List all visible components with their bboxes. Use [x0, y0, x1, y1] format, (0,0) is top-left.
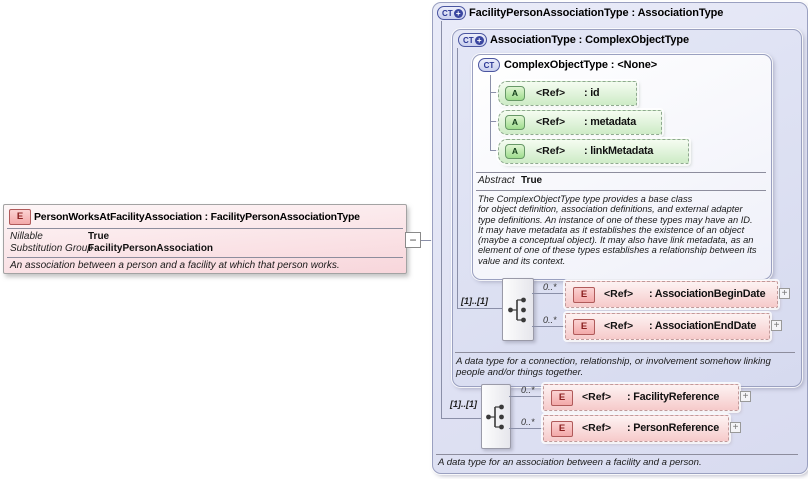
element-description: An association between a person and a fa…: [10, 260, 340, 271]
attribute-name: : linkMetadata: [584, 145, 654, 157]
element-icon: E: [9, 209, 31, 225]
tree-line: [490, 75, 491, 151]
derived-plus-badge: +: [453, 8, 463, 18]
abstract-value: True: [521, 175, 543, 186]
description-line: element of one of these types establishe…: [478, 245, 757, 256]
description-line: type definitions. An instance of one of …: [478, 214, 753, 225]
tree-line: [441, 21, 442, 418]
tree-line: [490, 92, 498, 93]
element-declaration-box[interactable]: E PersonWorksAtFacilityAssociation : Fac…: [3, 204, 407, 274]
occurrence-label: [1]..[1]: [461, 296, 488, 306]
element-name: : FacilityReference: [627, 391, 720, 403]
expand-toggle[interactable]: +: [771, 320, 782, 331]
complex-type-plus-icon: CT+: [437, 6, 466, 20]
element-association-end-date[interactable]: E <Ref> : AssociationEndDate: [565, 313, 770, 340]
cardinality-label: 0..*: [543, 282, 557, 292]
description-line: for object definition, association defin…: [478, 204, 743, 215]
cardinality-label: 0..*: [521, 385, 535, 395]
assoc-type-description: A data type for a connection, relationsh…: [456, 356, 771, 378]
description-line: The ComplexObjectType type provides a ba…: [478, 194, 693, 204]
tree-line: [532, 293, 565, 294]
fpa-type-title: FacilityPersonAssociationType : Associat…: [469, 7, 724, 19]
description-line: A data type for a connection, relationsh…: [456, 356, 771, 367]
description-line: (maybe a conceptual object). It may also…: [478, 235, 754, 246]
divider: [455, 352, 795, 353]
description-line: people and/or things together.: [456, 367, 584, 378]
cot-type-title: ComplexObjectType : <None>: [504, 59, 658, 71]
element-icon: E: [551, 421, 573, 437]
derived-plus-badge: +: [474, 35, 484, 45]
expand-toggle[interactable]: +: [730, 422, 741, 433]
attribute-icon: A: [505, 144, 525, 159]
element-name: : AssociationEndDate: [649, 320, 757, 332]
cardinality-label: 0..*: [521, 417, 535, 427]
tree-line: [441, 418, 481, 419]
tree-line: [490, 150, 498, 151]
prop-label-substitution-group: Substitution Group: [10, 243, 93, 254]
element-title: PersonWorksAtFacilityAssociation : Facil…: [34, 211, 360, 223]
divider: [476, 172, 766, 173]
tree-line: [457, 48, 458, 308]
connector-line: [421, 240, 432, 241]
attribute-ref-label: <Ref>: [536, 145, 566, 157]
sequence-connector[interactable]: [481, 384, 511, 449]
sequence-connector[interactable]: [502, 278, 534, 341]
divider: [7, 257, 403, 258]
description-line: value and its context.: [478, 255, 566, 266]
attribute-metadata[interactable]: A <Ref> : metadata: [498, 110, 662, 135]
prop-label-nillable: Nillable: [10, 231, 43, 242]
element-facility-reference[interactable]: E <Ref> : FacilityReference: [543, 384, 739, 411]
tree-line: [490, 121, 498, 122]
prop-value-substitution-group: FacilityPersonAssociation: [88, 243, 214, 254]
element-association-begin-date[interactable]: E <Ref> : AssociationBeginDate: [565, 281, 778, 308]
attribute-name: : id: [584, 87, 600, 99]
attribute-name: : metadata: [584, 116, 637, 128]
expand-toggle[interactable]: +: [779, 288, 790, 299]
sequence-icon: [486, 404, 504, 429]
element-name: : PersonReference: [627, 422, 720, 434]
element-ref-label: <Ref>: [582, 422, 612, 434]
complex-type-plus-icon: CT+: [458, 33, 487, 47]
element-ref-label: <Ref>: [582, 391, 612, 403]
element-name: : AssociationBeginDate: [649, 288, 766, 300]
attribute-icon: A: [505, 86, 525, 101]
element-ref-label: <Ref>: [604, 320, 634, 332]
attribute-id[interactable]: A <Ref> : id: [498, 81, 637, 106]
divider: [476, 190, 766, 191]
divider: [7, 228, 403, 229]
sequence-icon: [508, 297, 526, 322]
cot-description: The ComplexObjectType type provides a ba…: [478, 194, 757, 266]
element-icon: E: [573, 287, 595, 303]
collapse-toggle[interactable]: −: [405, 232, 421, 248]
element-ref-label: <Ref>: [604, 288, 634, 300]
element-icon: E: [573, 319, 595, 335]
abstract-label: Abstract: [478, 175, 515, 186]
prop-value-nillable: True: [88, 231, 110, 242]
tree-line: [532, 326, 565, 327]
element-icon: E: [551, 390, 573, 406]
fpa-type-description: A data type for an association between a…: [438, 457, 702, 468]
description-line: It may have metadata as it establishes t…: [478, 224, 745, 235]
attribute-ref-label: <Ref>: [536, 87, 566, 99]
tree-line: [509, 396, 543, 397]
cardinality-label: 0..*: [543, 315, 557, 325]
assoc-type-title: AssociationType : ComplexObjectType: [490, 34, 690, 46]
attribute-ref-label: <Ref>: [536, 116, 566, 128]
tree-line: [457, 308, 502, 309]
attribute-link-metadata[interactable]: A <Ref> : linkMetadata: [498, 139, 689, 164]
attribute-icon: A: [505, 115, 525, 130]
element-person-reference[interactable]: E <Ref> : PersonReference: [543, 415, 729, 442]
occurrence-label: [1]..[1]: [450, 399, 477, 409]
expand-toggle[interactable]: +: [740, 391, 751, 402]
complex-type-icon: CT: [478, 58, 500, 72]
tree-line: [509, 428, 543, 429]
divider: [436, 454, 798, 455]
